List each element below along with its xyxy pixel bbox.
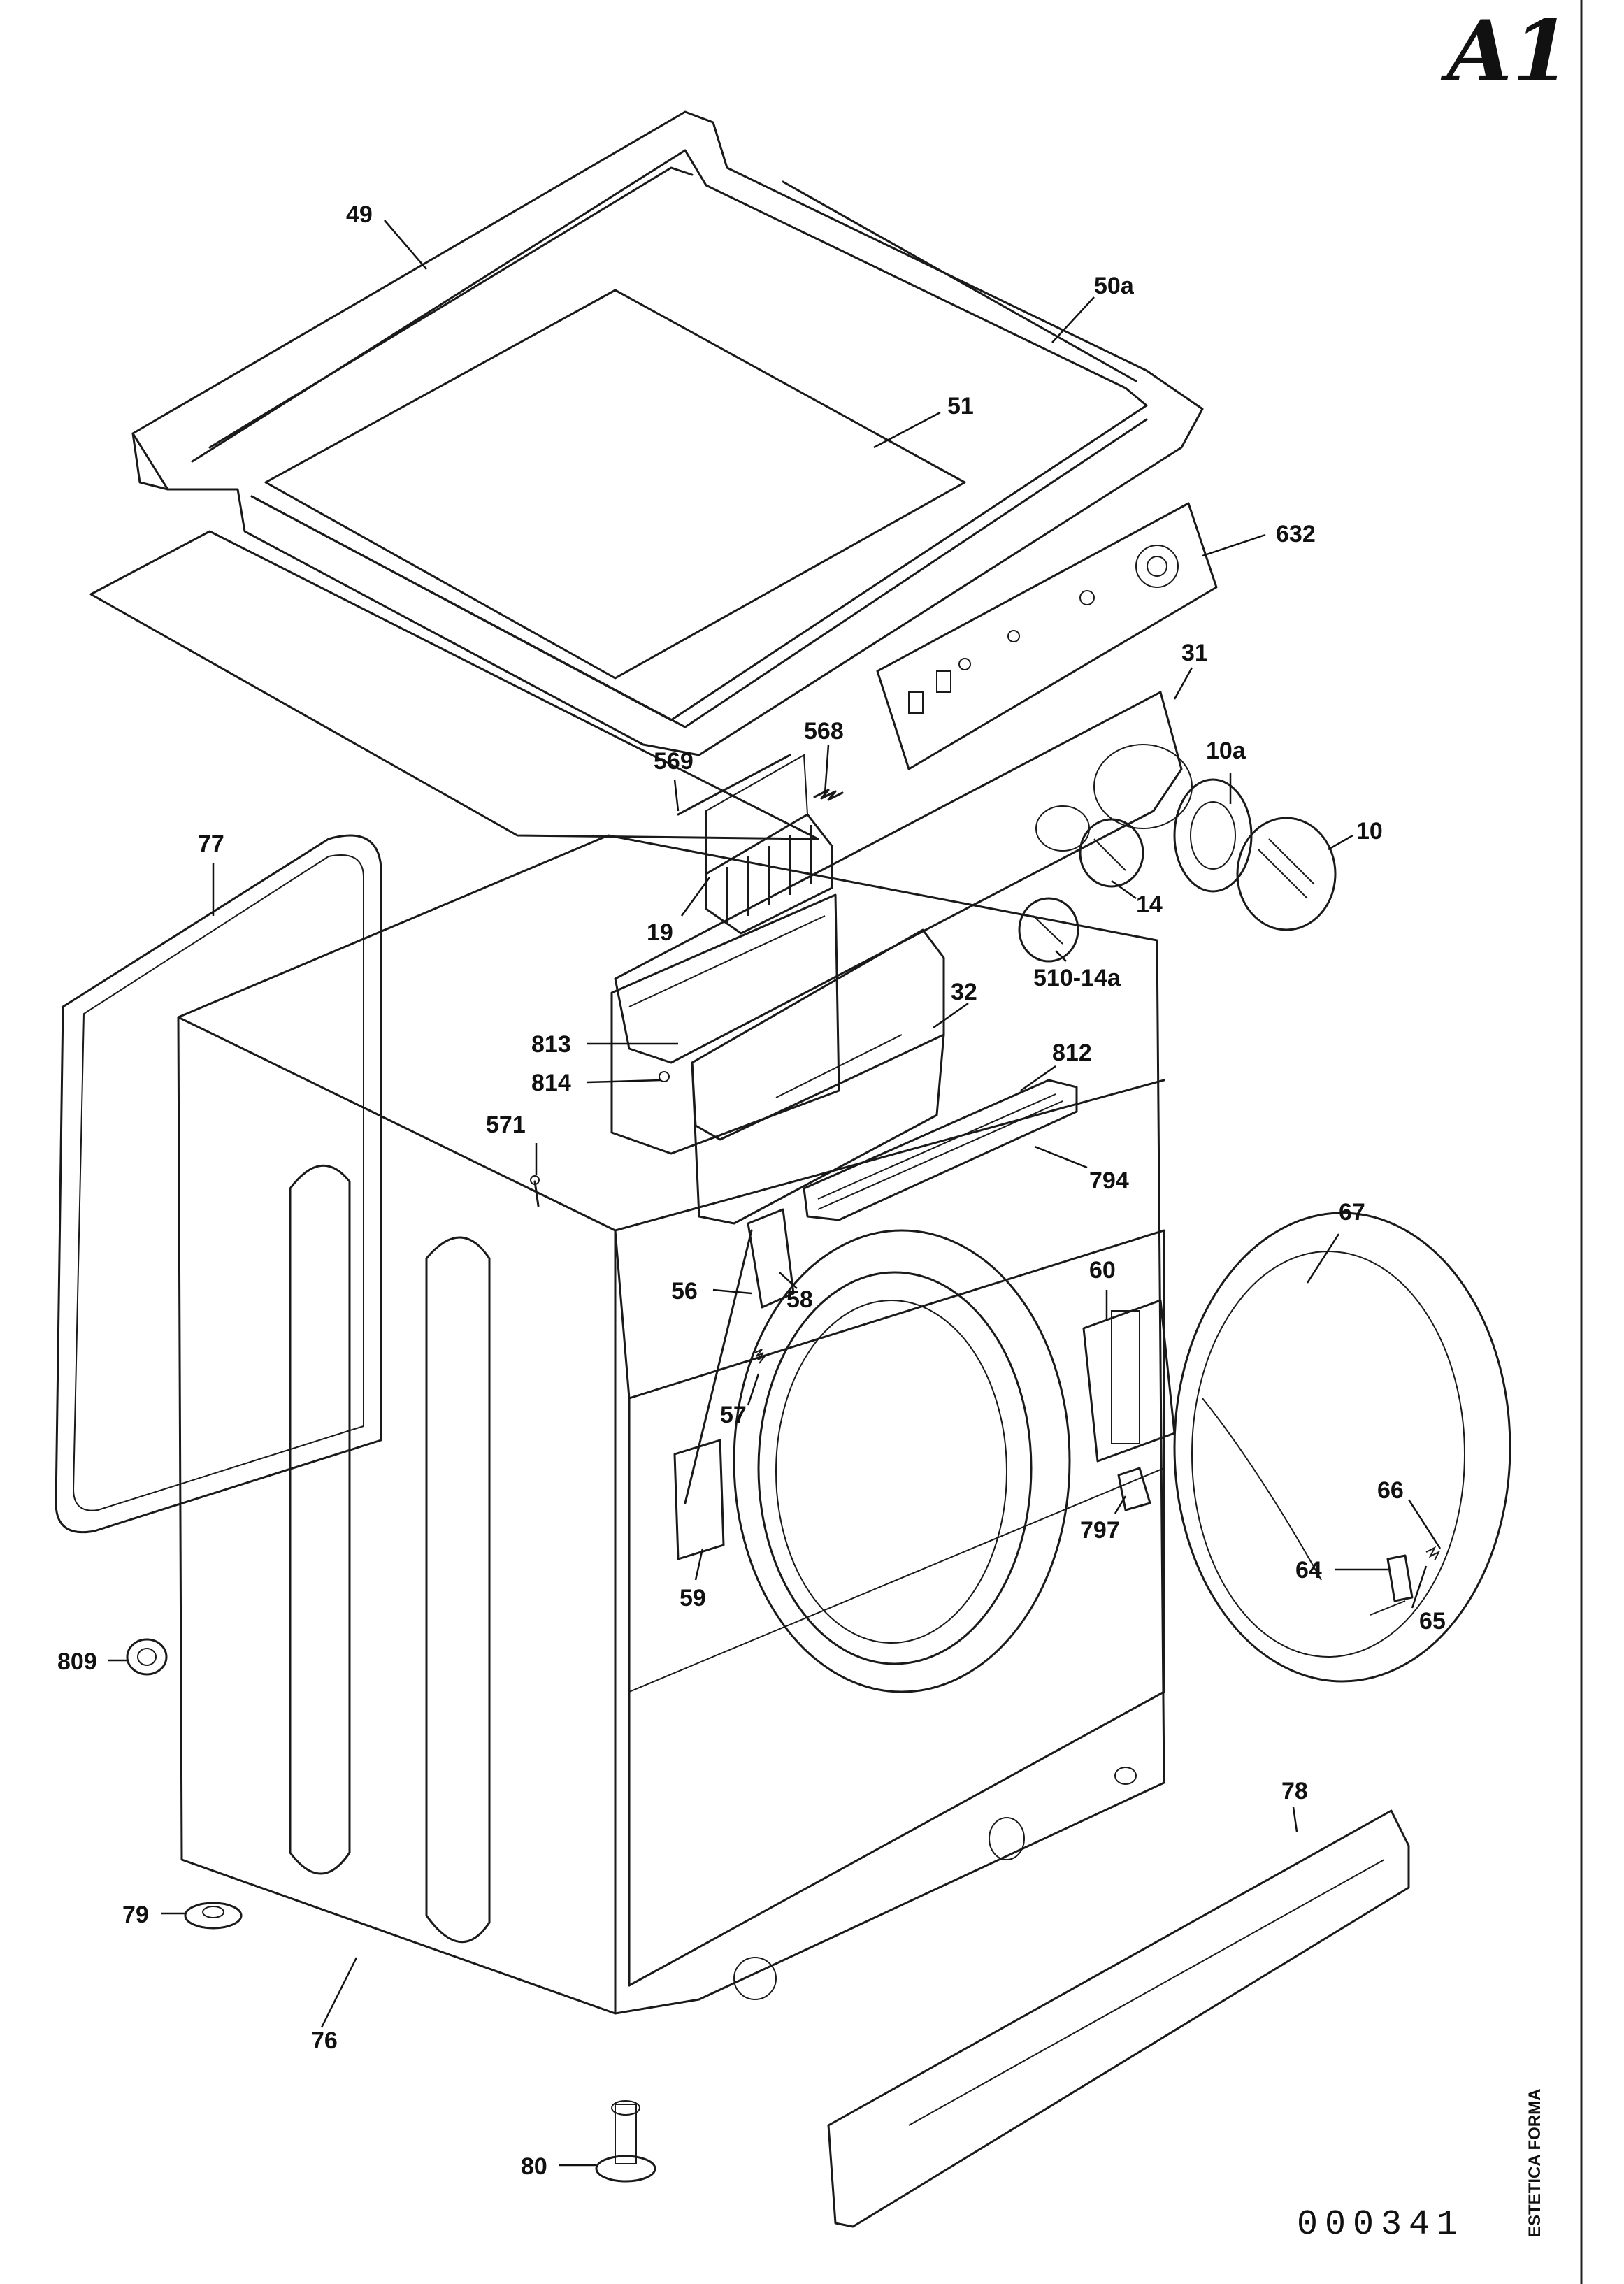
label-809: 809 xyxy=(57,1649,97,1675)
label-58: 58 xyxy=(786,1286,813,1313)
label-80: 80 xyxy=(521,2153,547,2180)
rod xyxy=(677,754,791,816)
label-814: 814 xyxy=(531,1070,571,1096)
door-catch xyxy=(1370,1546,1441,1616)
label-569: 569 xyxy=(654,748,694,775)
door xyxy=(1173,1212,1511,1683)
screw-814 xyxy=(659,1071,670,1082)
label-57: 57 xyxy=(720,1402,747,1428)
sheet-id: A1 xyxy=(1440,2,1571,101)
label-794: 794 xyxy=(1089,1168,1129,1194)
label-64: 64 xyxy=(1295,1557,1322,1583)
label-59: 59 xyxy=(680,1585,706,1611)
small-knob-14 xyxy=(1079,818,1144,888)
top-panel xyxy=(89,289,966,840)
front-control-panel xyxy=(614,691,1193,1064)
label-797: 797 xyxy=(1080,1517,1120,1544)
label-49: 49 xyxy=(346,201,373,228)
hinge-pad xyxy=(1117,1467,1151,1511)
cabinet xyxy=(177,834,1165,2015)
pcb-board xyxy=(876,502,1218,770)
foot-809 xyxy=(126,1638,168,1676)
label-76: 76 xyxy=(311,2027,338,2054)
main-knob xyxy=(1236,817,1337,931)
label-67: 67 xyxy=(1339,1199,1365,1226)
filter-panel xyxy=(803,1079,1078,1221)
label-32: 32 xyxy=(951,979,977,1005)
label-10a: 10a xyxy=(1206,738,1246,764)
label-31: 31 xyxy=(1181,640,1208,666)
side-caption: ESTETICA FORMA xyxy=(1525,2089,1544,2237)
label-78: 78 xyxy=(1281,1778,1308,1804)
label-79: 79 xyxy=(122,1902,149,1928)
label-65: 65 xyxy=(1419,1608,1446,1635)
rear-gasket xyxy=(55,834,382,1534)
label-571: 571 xyxy=(486,1112,526,1138)
door-opening xyxy=(733,1229,1071,1693)
detergent-drawer xyxy=(691,928,945,1225)
callout-labels: 49 50a 51 632 31 568 569 10a 10 77 19 14… xyxy=(57,201,1446,2180)
spring-568 xyxy=(813,789,844,801)
label-66: 66 xyxy=(1377,1477,1404,1504)
drawer-housing xyxy=(610,893,840,1155)
door-lock xyxy=(673,1208,795,1560)
label-19: 19 xyxy=(647,919,673,946)
label-510-14a: 510-14a xyxy=(1033,965,1121,991)
door-hinge xyxy=(1082,1299,1176,1463)
label-56: 56 xyxy=(671,1278,698,1305)
knob-ring xyxy=(1173,778,1253,893)
push-button-block xyxy=(705,754,833,935)
label-14: 14 xyxy=(1136,891,1163,918)
label-51: 51 xyxy=(947,393,974,419)
label-77: 77 xyxy=(198,831,224,857)
label-60: 60 xyxy=(1089,1257,1116,1284)
label-812: 812 xyxy=(1052,1040,1092,1066)
label-50a: 50a xyxy=(1094,273,1135,299)
kick-plate xyxy=(827,1809,1410,2228)
label-10: 10 xyxy=(1356,818,1383,845)
foot-80 xyxy=(595,2100,656,2183)
label-568: 568 xyxy=(804,718,844,745)
leader-lines xyxy=(108,220,1442,2167)
small-knob-510 xyxy=(1018,897,1079,963)
screw-571 xyxy=(530,1175,540,1207)
label-813: 813 xyxy=(531,1031,571,1058)
drawing-number: 000341 xyxy=(1297,2205,1465,2245)
label-632: 632 xyxy=(1276,521,1316,547)
top-frame xyxy=(131,110,1204,756)
foot-79 xyxy=(184,1902,243,1930)
